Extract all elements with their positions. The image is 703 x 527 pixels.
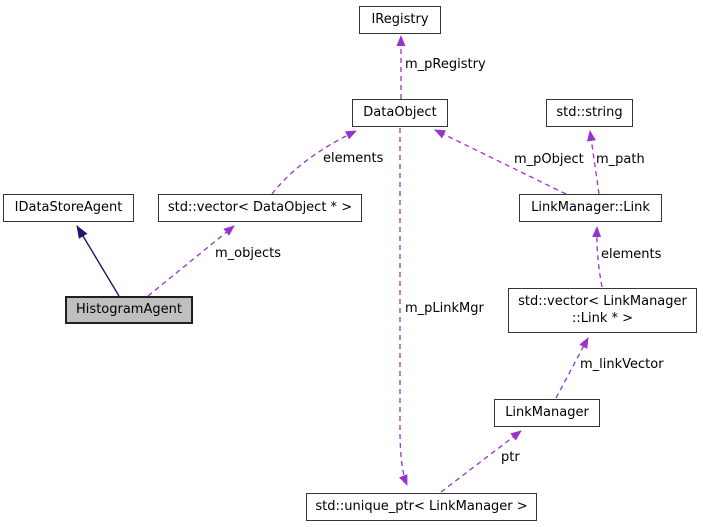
edge-label-elements-link: elements	[601, 247, 662, 262]
node-linkmanager[interactable]: LinkManager	[494, 399, 600, 427]
node-label: DataObject	[363, 104, 437, 120]
node-vector-dataobject[interactable]: std::vector< DataObject * >	[158, 194, 362, 222]
node-label: std::unique_ptr< LinkManager >	[315, 498, 528, 514]
edge-label-m-plinkmgr: m_pLinkMgr	[405, 301, 484, 316]
edge-m-plinkmgr	[399, 128, 408, 486]
edge-label-m-path: m_path	[596, 152, 645, 167]
node-iregistry[interactable]: IRegistry	[359, 6, 441, 34]
node-histogramagent[interactable]: HistogramAgent	[65, 296, 193, 324]
edge-label-elements-dataobject: elements	[323, 151, 384, 166]
edge-elements-link	[592, 226, 603, 288]
node-idatastoreagent[interactable]: IDataStoreAgent	[3, 194, 134, 222]
edge-label-m-pregistry: m_pRegistry	[405, 57, 486, 72]
node-label: IRegistry	[371, 11, 429, 27]
edge-m-pobject	[434, 129, 567, 195]
node-label: LinkManager	[505, 404, 589, 420]
node-label-line1: std::vector< LinkManager	[518, 294, 687, 310]
edge-label-m-objects: m_objects	[215, 246, 281, 261]
edge-ptr	[440, 430, 522, 493]
node-vector-linkmanager-link[interactable]: std::vector< LinkManager ::Link * >	[508, 288, 697, 333]
edge-label-ptr: ptr	[501, 450, 520, 465]
node-label-line2: ::Link * >	[571, 310, 634, 326]
node-label: std::vector< DataObject * >	[167, 199, 353, 215]
node-std-string[interactable]: std::string	[546, 99, 633, 127]
node-label: std::string	[556, 104, 623, 120]
node-label: IDataStoreAgent	[14, 199, 123, 215]
edge-m-linkvector	[555, 337, 589, 399]
node-linkmanager-link[interactable]: LinkManager::Link	[519, 194, 662, 222]
edge-label-m-pobject: m_pObject	[514, 152, 584, 167]
edge-m-path	[586, 130, 600, 195]
node-label: HistogramAgent	[76, 301, 182, 317]
node-dataobject[interactable]: DataObject	[352, 99, 448, 127]
edge-elements-dataobject	[271, 130, 357, 195]
edge-inheritance	[76, 225, 120, 297]
edge-label-m-linkvector: m_linkVector	[580, 357, 664, 372]
node-label: LinkManager::Link	[531, 199, 650, 215]
node-unique-ptr-linkmanager[interactable]: std::unique_ptr< LinkManager >	[306, 493, 537, 521]
edge-m-objects	[147, 225, 235, 297]
